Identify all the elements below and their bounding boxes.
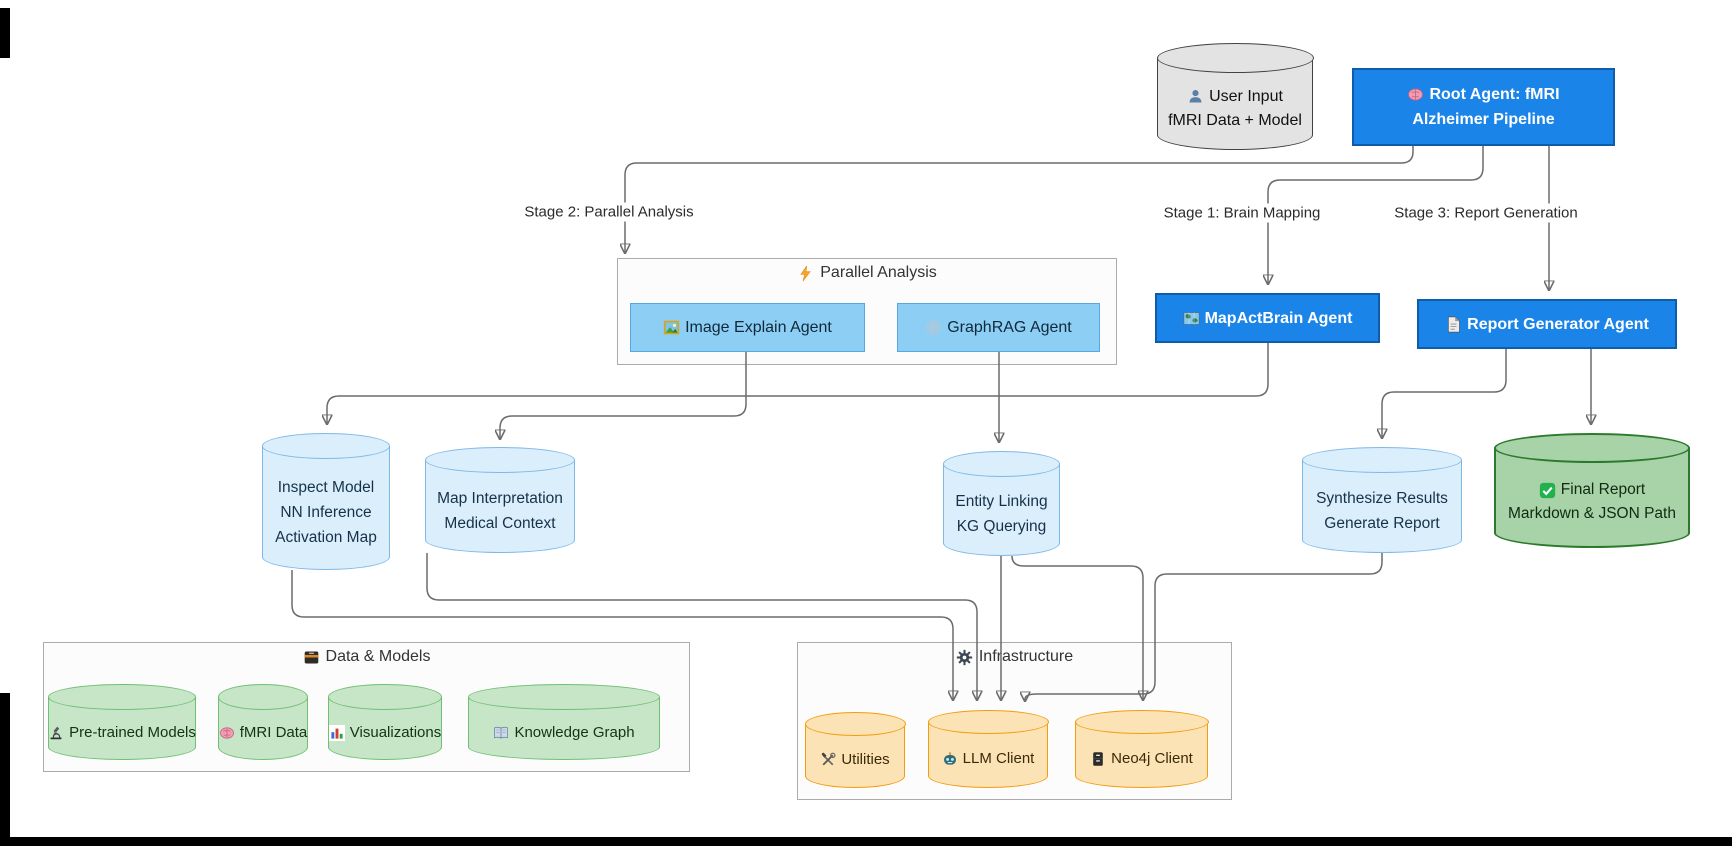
node-final-report: Final Report Markdown & JSON Path (1494, 433, 1690, 548)
edge-entitylinking-to-neo4j (1011, 555, 1143, 699)
edge-mapactbrain-to-inspectmodel (327, 343, 1269, 423)
node-visualizations: Visualizations (327, 684, 443, 760)
check-icon (1539, 482, 1555, 498)
edge-label-stage1: Stage 1: Brain Mapping (1158, 203, 1326, 223)
subgraph-parallel-analysis-label: Parallel Analysis (618, 264, 1116, 282)
edge-inspectmodel-to-llm (291, 570, 953, 699)
subgraph-data-models-label: Data & Models (44, 648, 689, 666)
node-graphrag-agent: GraphRAG Agent (897, 303, 1100, 352)
node-user-input-line2: fMRI Data + Model (1168, 111, 1302, 129)
node-entity-linking-line1: Entity Linking (955, 493, 1048, 511)
node-inspect-model-line3: Activation Map (275, 528, 377, 546)
edge-reportgen-to-synthesize (1382, 349, 1507, 437)
node-inspect-model-line2: NN Inference (280, 503, 372, 521)
book-icon (494, 726, 509, 739)
robot-icon (943, 751, 956, 765)
picture-icon (663, 320, 680, 335)
cabinet-icon (1093, 751, 1103, 766)
document-icon (1448, 316, 1460, 332)
node-inspect-model: Inspect Model NN Inference Activation Ma… (261, 433, 391, 570)
map-icon (1183, 311, 1200, 325)
node-llm-client: LLM Client (927, 710, 1049, 788)
edge-imageexplain-to-mapinterpretation (500, 352, 747, 438)
frame-bar-left-top (0, 8, 10, 58)
node-mapactbrain-agent: MapActBrain Agent (1155, 293, 1380, 343)
node-synthesize-results: Synthesize Results Generate Report (1301, 447, 1463, 553)
node-utilities: Utilities (804, 712, 906, 788)
node-map-interpretation-line2: Medical Context (444, 514, 556, 532)
node-pretrained-models: Pre-trained Models (47, 684, 197, 760)
edge-mapinterpretation-to-llm (426, 553, 977, 699)
edge-synthesize-to-llm (1025, 553, 1383, 700)
node-entity-linking-line2: KG Querying (956, 518, 1047, 536)
node-inspect-model-line1: Inspect Model (277, 478, 375, 496)
tools-icon (822, 752, 836, 766)
microscope-icon (50, 726, 62, 739)
brain-icon (1408, 88, 1424, 101)
node-image-explain-agent: Image Explain Agent (630, 303, 865, 352)
node-root-agent: Root Agent: fMRI Alzheimer Pipeline (1352, 68, 1615, 146)
node-root-agent-line2: Alzheimer Pipeline (1412, 111, 1555, 128)
edge-root-to-mapactbrain (1268, 146, 1484, 283)
frame-bar-left-bottom (0, 693, 10, 846)
node-synthesize-results-line1: Synthesize Results (1316, 489, 1448, 507)
edge-label-stage2: Stage 2: Parallel Analysis (519, 202, 699, 222)
frame-bar-bottom (0, 837, 1732, 846)
brain-icon (219, 726, 234, 739)
node-fmri-data: fMRI Data (217, 684, 309, 760)
node-entity-linking: Entity Linking KG Querying (942, 451, 1061, 556)
node-map-interpretation-line1: Map Interpretation (437, 489, 563, 507)
archive-box-icon (304, 651, 318, 663)
subgraph-infrastructure-label: Infrastructure (798, 648, 1231, 666)
node-final-report-line2: Markdown & JSON Path (1508, 505, 1676, 523)
node-report-generator-agent: Report Generator Agent (1417, 299, 1677, 349)
node-map-interpretation: Map Interpretation Medical Context (424, 447, 576, 553)
node-user-input: User Input fMRI Data + Model (1156, 43, 1314, 150)
node-neo4j-client: Neo4j Client (1074, 710, 1209, 788)
node-synthesize-results-line2: Generate Report (1324, 514, 1440, 532)
edge-label-stage3: Stage 3: Report Generation (1389, 203, 1583, 223)
edge-root-to-parallel (625, 146, 1414, 252)
gear-icon (956, 649, 973, 665)
web-icon (926, 320, 941, 335)
node-knowledge-graph: Knowledge Graph (467, 684, 661, 760)
bar-chart-icon (328, 724, 345, 741)
user-icon (1189, 90, 1202, 103)
lightning-icon (800, 265, 811, 281)
